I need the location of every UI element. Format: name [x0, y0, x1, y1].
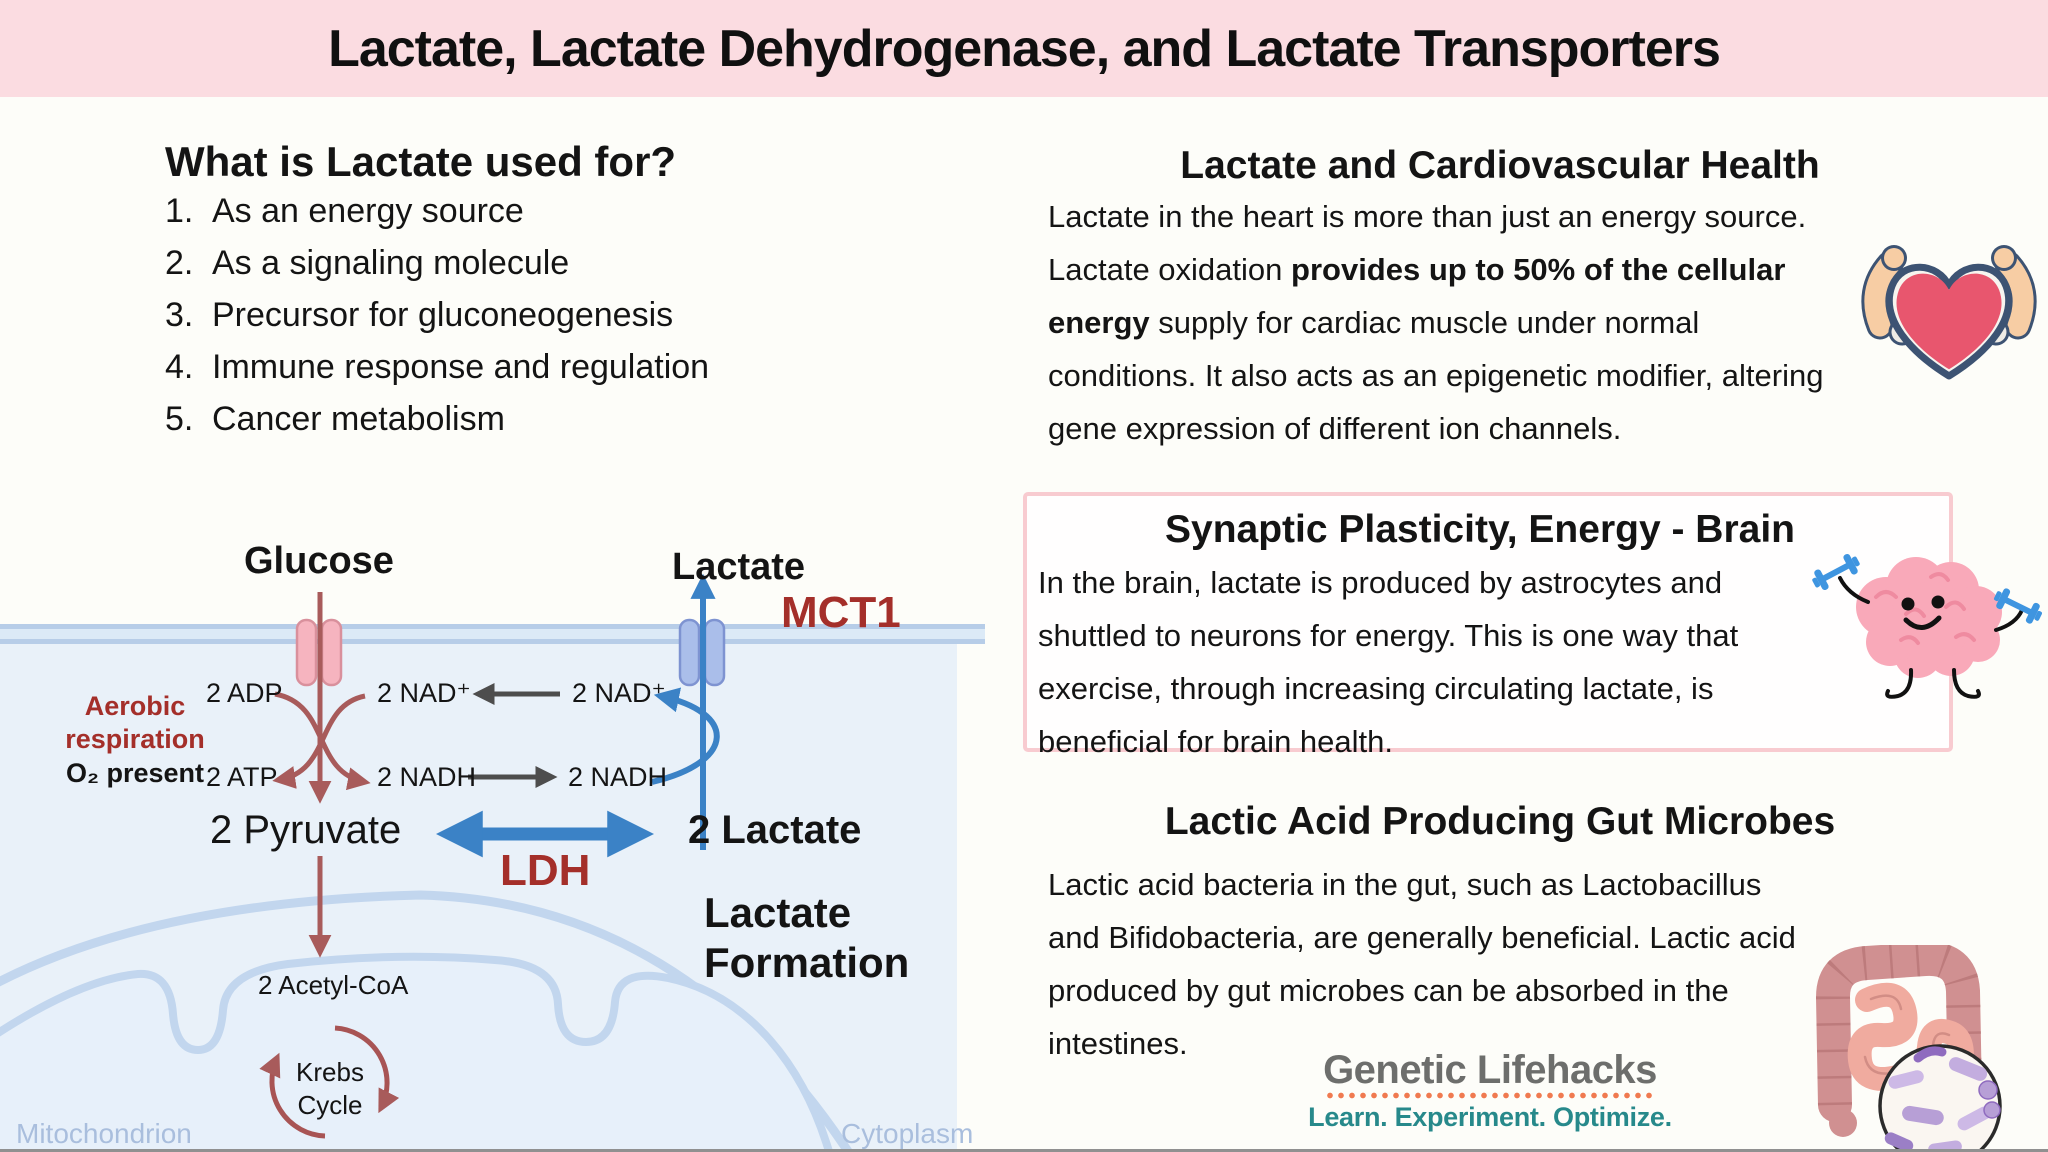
- krebs-cycle-arrows: [259, 1025, 400, 1139]
- list-item-text: Immune response and regulation: [212, 348, 710, 386]
- cardio-line: Lactate in the heart is more than just a…: [1048, 199, 1807, 234]
- nad-shuttle-arrows: [468, 682, 560, 789]
- uses-list: 1. As an energy source 2. As a signaling…: [165, 192, 785, 452]
- mitochondrion-label: Mitochondrion: [16, 1118, 192, 1149]
- brain-line: In the brain, lactate is produced by ast…: [1038, 565, 1723, 600]
- gut-line: intestines.: [1048, 1026, 1188, 1061]
- list-item-number: 4.: [165, 348, 194, 386]
- cardio-line: Lactate oxidation provides up to 50% of …: [1048, 252, 1786, 287]
- list-item-text: As a signaling molecule: [212, 244, 570, 282]
- list-item-number: 2.: [165, 244, 194, 282]
- brain-heading: Synaptic Plasticity, Energy - Brain: [1165, 508, 1795, 551]
- cardio-paragraph: Lactate in the heart is more than just a…: [1048, 190, 1823, 455]
- atp-label: 2 ATP: [206, 762, 278, 792]
- glucose-transporter-channel: [295, 618, 343, 687]
- gut-line: produced by gut microbes can be absorbed…: [1048, 973, 1729, 1008]
- nad-right-label: 2 NAD⁺: [572, 678, 666, 708]
- page-title: Lactate, Lactate Dehydrogenase, and Lact…: [328, 20, 1721, 78]
- list-item: 3. Precursor for gluconeogenesis: [165, 296, 785, 348]
- list-item: 4. Immune response and regulation: [165, 348, 785, 400]
- cardio-line: conditions. It also acts as an epigeneti…: [1048, 358, 1824, 393]
- logo-tagline: Learn. Experiment. Optimize.: [1308, 1102, 1672, 1132]
- acetyl-coa-label: 2 Acetyl-CoA: [258, 970, 409, 1000]
- lactate2-label: 2 Lactate: [688, 808, 862, 852]
- krebs-cycle-label: Krebs Cycle: [296, 1057, 364, 1120]
- lactate-arrows: [435, 573, 720, 858]
- lactate-formation-label: Lactate Formation: [704, 889, 910, 986]
- gut-line: and Bifidobacteria, are generally benefi…: [1048, 920, 1796, 955]
- list-item-text: Cancer metabolism: [212, 400, 505, 438]
- mct1-transporter-channel: [678, 618, 726, 687]
- cardio-line: gene expression of different ion channel…: [1048, 411, 1622, 446]
- o2-present-label: O₂ present: [65, 758, 205, 788]
- aerobic-respiration-label: Aerobic respiration: [65, 691, 205, 754]
- gut-paragraph: Lactic acid bacteria in the gut, such as…: [1048, 858, 1796, 1070]
- list-item-number: 5.: [165, 400, 194, 438]
- list-item-number: 1.: [165, 192, 194, 230]
- glucose-label: Glucose: [244, 540, 394, 582]
- mitochondrion-shape: [0, 890, 854, 1152]
- cytoplasm-label: Cytoplasm: [841, 1118, 974, 1149]
- intestines-microbes-icon: [1815, 945, 2002, 1152]
- brain-line: shuttled to neurons for energy. This is …: [1038, 618, 1739, 653]
- exercising-brain-icon: [1812, 553, 2042, 699]
- list-item-number: 3.: [165, 296, 194, 334]
- mct1-label: MCT1: [781, 588, 901, 637]
- title-band: [0, 0, 2048, 97]
- uses-heading: What is Lactate used for?: [165, 138, 677, 185]
- gut-line: Lactic acid bacteria in the gut, such as…: [1048, 867, 1762, 902]
- list-item-text: Precursor for gluconeogenesis: [212, 296, 674, 334]
- bottom-edge-strip: [0, 1149, 2048, 1152]
- ldh-label: LDH: [500, 846, 591, 895]
- cardio-line: energy supply for cardiac muscle under n…: [1048, 305, 1700, 340]
- lactate-out-label: Lactate: [672, 546, 806, 588]
- logo-dotted-divider: [1325, 1091, 1655, 1100]
- nad-left-label: 2 NAD⁺: [377, 678, 471, 708]
- muscle-heart-icon: [1861, 245, 2037, 380]
- brain-line: beneficial for brain health.: [1038, 724, 1394, 759]
- brain-paragraph: In the brain, lactate is produced by ast…: [1038, 556, 1738, 768]
- nadh-left-label: 2 NADH: [377, 762, 477, 792]
- cell-membrane: [0, 624, 985, 644]
- logo-name: Genetic Lifehacks: [1323, 1048, 1657, 1092]
- glycolysis-arrows: [272, 592, 371, 958]
- nadh-right-label: 2 NADH: [568, 762, 668, 792]
- list-item: 1. As an energy source: [165, 192, 785, 244]
- pyruvate-label: 2 Pyruvate: [210, 808, 402, 852]
- list-item-text: As an energy source: [212, 192, 524, 230]
- adp-label: 2 ADP: [206, 678, 283, 708]
- brain-line: exercise, through increasing circulating…: [1038, 671, 1714, 706]
- gut-heading: Lactic Acid Producing Gut Microbes: [1164, 800, 1836, 843]
- list-item: 2. As a signaling molecule: [165, 244, 785, 296]
- cardio-heading: Lactate and Cardiovascular Health: [1180, 144, 1820, 187]
- list-item: 5. Cancer metabolism: [165, 400, 785, 452]
